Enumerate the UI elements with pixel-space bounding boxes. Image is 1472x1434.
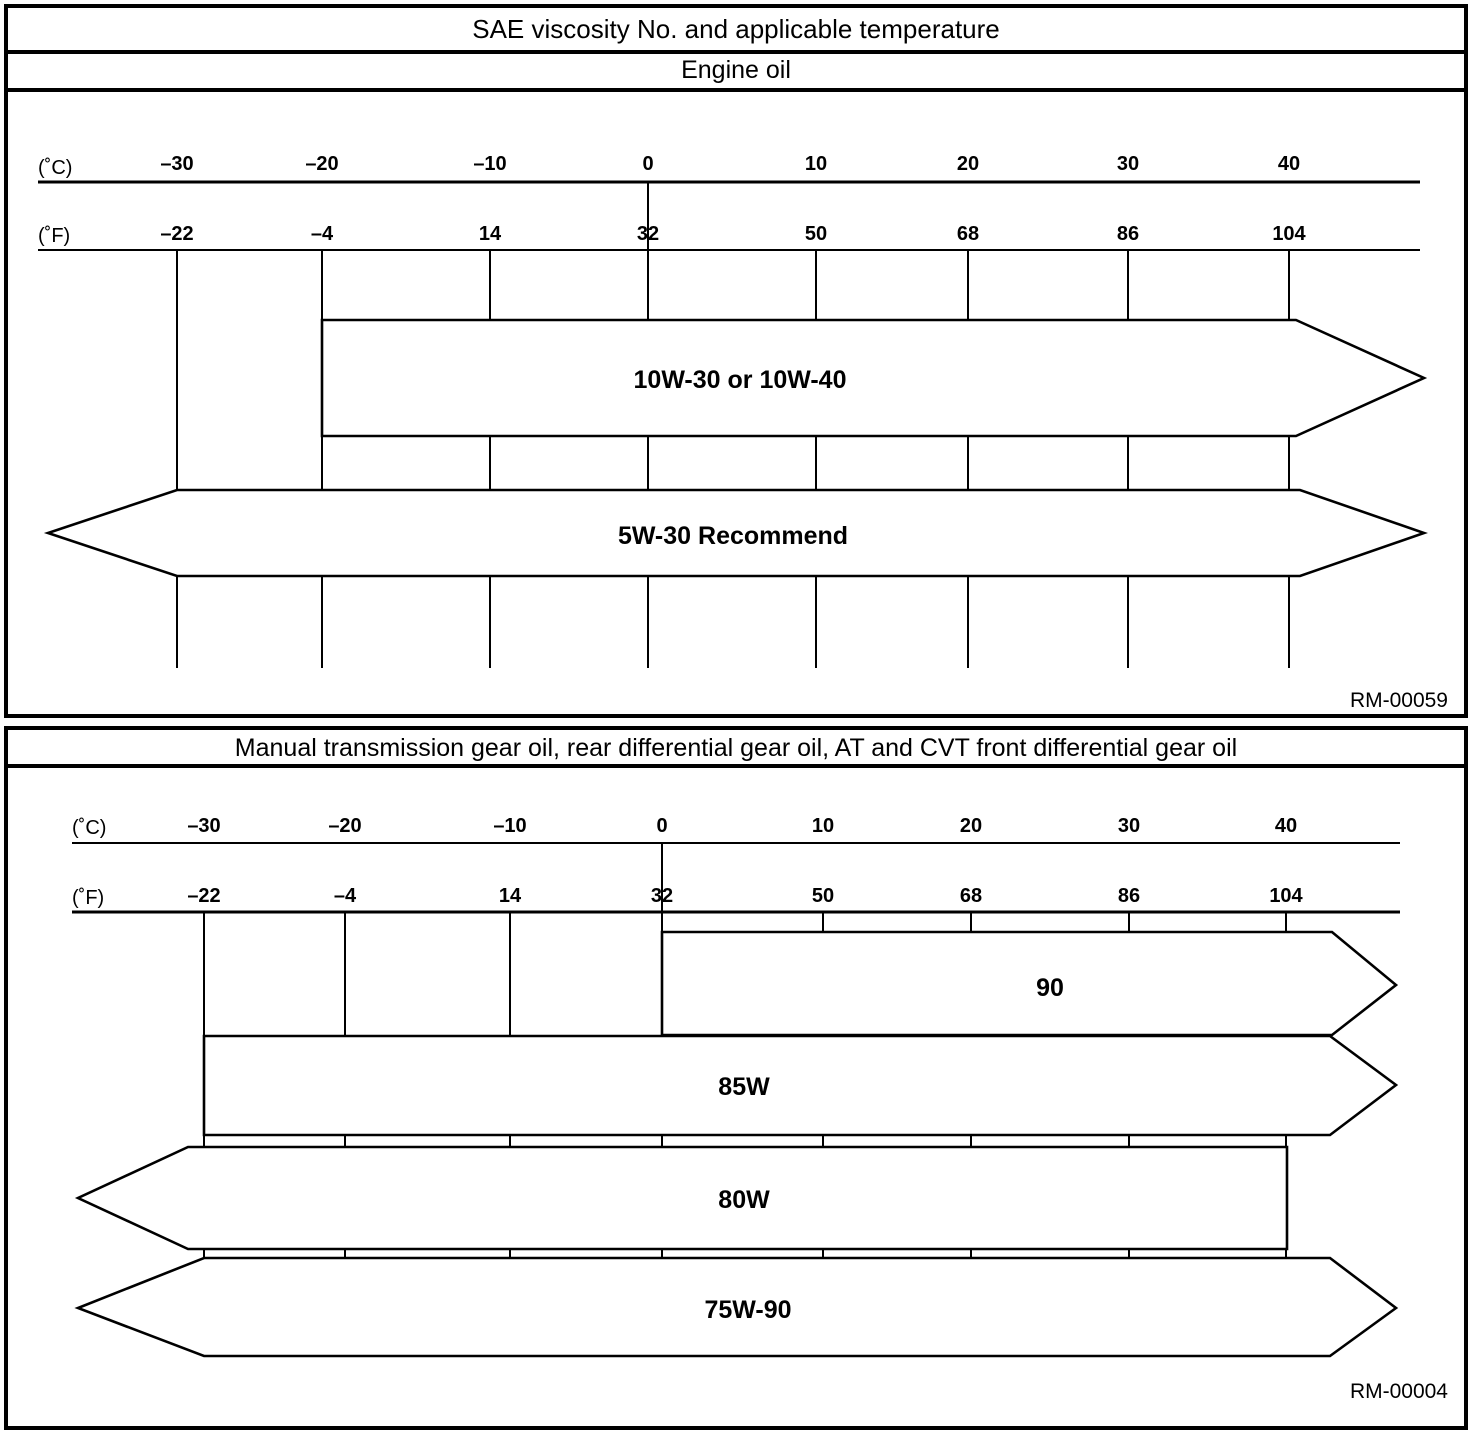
gear-fahrenheit-tick-0: –22: [187, 885, 220, 907]
engine-fahrenheit-tick-4: 50: [805, 223, 827, 245]
engine-oil-panel-frame: [4, 4, 1468, 718]
engine-celsius-tick-0: –30: [160, 153, 193, 175]
engine-celsius-tick-3: 0: [642, 153, 653, 175]
gear-oil-heading: Manual transmission gear oil, rear diffe…: [235, 734, 1237, 762]
engine-fahrenheit-tick-2: 14: [479, 223, 502, 245]
engine-oil-figure-code: RM-00059: [1350, 689, 1448, 712]
band-80w-label: 80W: [718, 1186, 770, 1214]
engine-fahrenheit-tick-3: 32: [637, 223, 659, 245]
gear-fahrenheit-unit: (˚F): [72, 887, 104, 909]
engine-celsius-tick-4: 10: [805, 153, 827, 175]
gear-fahrenheit-tick-6: 86: [1118, 885, 1140, 907]
gear-celsius-tick-5: 20: [960, 815, 982, 837]
engine-celsius-tick-2: –10: [473, 153, 506, 175]
gear-fahrenheit-tick-4: 50: [812, 885, 834, 907]
gear-oil-panel-frame: [4, 726, 1468, 1430]
gear-celsius-tick-4: 10: [812, 815, 834, 837]
gear-fahrenheit-tick-7: 104: [1269, 885, 1303, 907]
band-90: [660, 930, 1399, 1037]
engine-gridlines: [176, 250, 1290, 668]
band-75w90: [74, 1256, 1399, 1358]
engine-fahrenheit-tick-7: 104: [1272, 223, 1306, 245]
gear-celsius-tick-3: 0: [656, 815, 667, 837]
gear-celsius-tick-7: 40: [1275, 815, 1297, 837]
gear-fahrenheit-tick-5: 68: [960, 885, 982, 907]
engine-fahrenheit-tick-5: 68: [957, 223, 979, 245]
engine-fahrenheit-tick-1: –4: [311, 223, 334, 245]
engine-fahrenheit-tick-6: 86: [1117, 223, 1139, 245]
gear-celsius-tick-6: 30: [1118, 815, 1140, 837]
gear-celsius-tick-0: –30: [187, 815, 220, 837]
engine-celsius-tick-6: 30: [1117, 153, 1139, 175]
gear-fahrenheit-tick-2: 14: [499, 885, 522, 907]
band-5w30-recommend: [43, 488, 1428, 578]
band-85w-label: 85W: [718, 1073, 770, 1101]
band-75w90-label: 75W-90: [704, 1296, 791, 1324]
engine-celsius-tick-5: 20: [957, 153, 979, 175]
gear-celsius-tick-2: –10: [493, 815, 526, 837]
band-10w30-10w40-label: 10W-30 or 10W-40: [634, 366, 847, 394]
engine-celsius-unit: (˚C): [38, 157, 72, 179]
engine-celsius-tick-7: 40: [1278, 153, 1300, 175]
gear-celsius-tick-1: –20: [328, 815, 361, 837]
engine-fahrenheit-unit: (˚F): [38, 225, 70, 247]
engine-oil-heading: Engine oil: [681, 56, 791, 84]
band-10w30-10w40: [320, 318, 1428, 438]
band-85w: [202, 1034, 1399, 1137]
band-80w: [74, 1145, 1289, 1251]
gear-oil-figure-code: RM-00004: [1350, 1380, 1448, 1403]
band-5w30-recommend-label: 5W-30 Recommend: [618, 522, 848, 550]
gear-fahrenheit-tick-3: 32: [651, 885, 673, 907]
band-90-label: 90: [1036, 974, 1064, 1002]
gear-celsius-unit: (˚C): [72, 817, 106, 839]
engine-celsius-tick-1: –20: [305, 153, 338, 175]
page-title: SAE viscosity No. and applicable tempera…: [472, 14, 1000, 44]
gear-fahrenheit-tick-1: –4: [334, 885, 357, 907]
engine-fahrenheit-tick-0: –22: [160, 223, 193, 245]
